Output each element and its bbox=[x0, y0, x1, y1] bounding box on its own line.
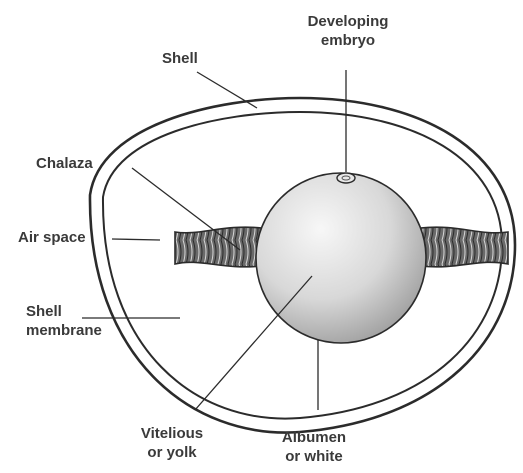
leader-shell bbox=[197, 72, 257, 108]
label-albumen: Albumen or white bbox=[264, 428, 364, 466]
label-vitelious: Vitelious or yolk bbox=[122, 424, 222, 462]
right-chalaza bbox=[420, 227, 508, 267]
label-shell-membrane: Shell membrane bbox=[26, 302, 102, 340]
label-chalaza: Chalaza bbox=[36, 154, 93, 173]
embryo-disc bbox=[337, 173, 355, 183]
label-air-space: Air space bbox=[18, 228, 86, 247]
label-developing-embryo: Developing embryo bbox=[298, 12, 398, 50]
yolk bbox=[256, 173, 426, 343]
label-shell: Shell bbox=[162, 49, 198, 68]
